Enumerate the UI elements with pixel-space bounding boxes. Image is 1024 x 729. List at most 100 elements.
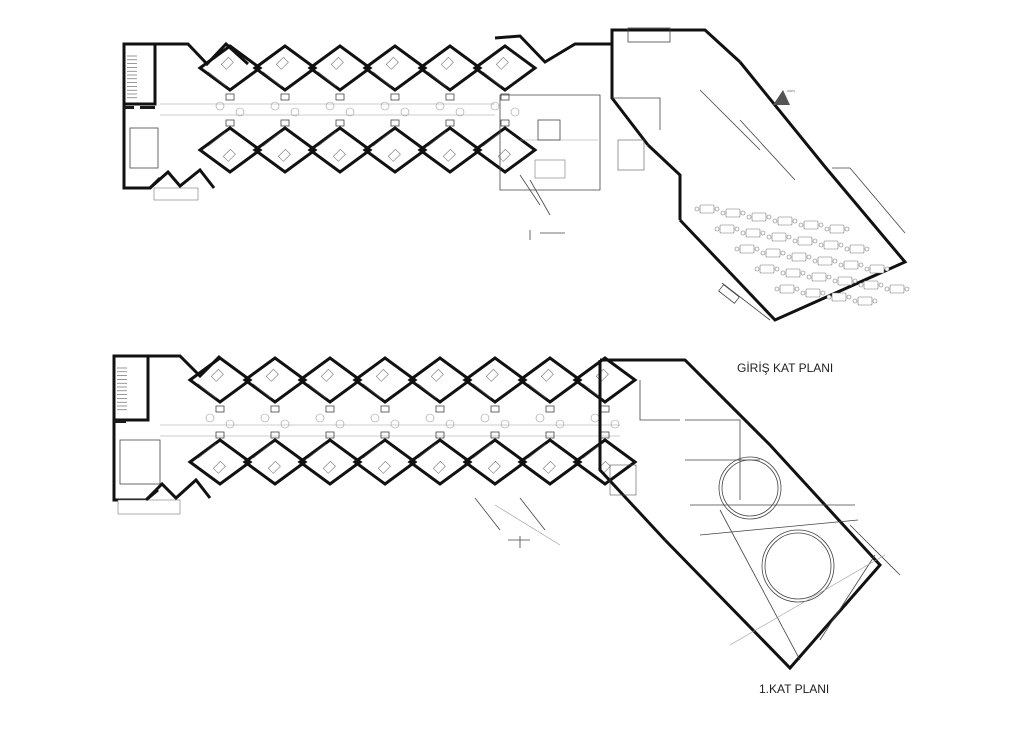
- room-wall: [472, 383, 492, 399]
- bed: [430, 368, 444, 382]
- room-wall: [482, 71, 502, 87]
- chair: [878, 282, 884, 288]
- dining-table: [857, 296, 873, 306]
- guest-room-upper: [197, 44, 263, 92]
- bed: [385, 56, 399, 70]
- door-swing: [500, 419, 510, 429]
- dining-table: [805, 288, 821, 298]
- door-swing: [345, 107, 355, 117]
- guest-room-lower: [462, 438, 528, 486]
- chair: [826, 294, 832, 300]
- west-stair-block-1: [112, 354, 181, 515]
- room-wall: [197, 443, 217, 459]
- bathroom: [490, 405, 500, 413]
- room-wall: [317, 71, 337, 87]
- dining-table: [889, 284, 905, 294]
- chair: [786, 254, 792, 260]
- chair: [760, 250, 766, 256]
- dining-table: [785, 268, 801, 278]
- dining-table: [745, 228, 761, 238]
- first-void: [474, 497, 561, 548]
- chair: [798, 222, 804, 228]
- bathroom: [270, 431, 280, 439]
- bathroom: [215, 405, 225, 413]
- bed: [220, 56, 234, 70]
- chair: [792, 238, 798, 244]
- chair: [824, 226, 830, 232]
- chair: [792, 218, 798, 224]
- guest-room-lower: [252, 126, 318, 174]
- dining-table: [863, 280, 879, 290]
- dining-table: [725, 208, 741, 218]
- bed: [275, 56, 289, 70]
- room-wall: [482, 131, 502, 147]
- chair: [820, 290, 826, 296]
- dining-table: [849, 244, 865, 254]
- chair: [774, 266, 780, 272]
- guest-room-lower: [362, 126, 428, 174]
- bathroom: [545, 405, 555, 413]
- bed: [267, 460, 281, 474]
- bed: [332, 148, 346, 162]
- room-wall: [207, 71, 227, 87]
- dining-table: [791, 252, 807, 262]
- ground-lobby: [494, 34, 601, 240]
- court-circle: [721, 459, 779, 517]
- restaurant-tables: [694, 204, 910, 306]
- chair: [694, 206, 700, 212]
- bed: [595, 368, 609, 382]
- chair: [734, 226, 740, 232]
- chair: [806, 274, 812, 280]
- bathroom: [390, 93, 400, 101]
- door-swing: [270, 101, 280, 111]
- bed: [377, 460, 391, 474]
- chair: [780, 270, 786, 276]
- bathroom: [545, 431, 555, 439]
- door-swing: [610, 419, 620, 429]
- chair: [774, 286, 780, 292]
- door-swing: [455, 107, 465, 117]
- room-wall: [317, 131, 337, 147]
- dining-table: [779, 284, 795, 294]
- first-guest-rooms: [187, 356, 638, 486]
- dining-table: [771, 232, 787, 242]
- door-swing: [260, 413, 270, 423]
- dining-table: [719, 224, 735, 234]
- door-swing: [390, 419, 400, 429]
- chair: [786, 234, 792, 240]
- bed: [485, 368, 499, 382]
- chair: [760, 230, 766, 236]
- room-wall: [417, 383, 437, 399]
- chair: [846, 294, 852, 300]
- bed: [277, 148, 291, 162]
- dining-table: [699, 204, 715, 214]
- door-swing: [315, 413, 325, 423]
- chair: [858, 262, 864, 268]
- room-wall: [372, 71, 392, 87]
- bathroom: [215, 431, 225, 439]
- bathroom: [435, 405, 445, 413]
- first-east-block: [598, 358, 901, 671]
- guest-room-upper: [407, 356, 473, 404]
- dining-table: [803, 220, 819, 230]
- bathroom: [500, 93, 510, 101]
- room-wall: [262, 131, 282, 147]
- bathroom: [225, 119, 235, 127]
- bed: [265, 368, 279, 382]
- dining-table: [831, 292, 847, 302]
- bed: [330, 56, 344, 70]
- guest-room-lower: [517, 438, 583, 486]
- chair: [838, 242, 844, 248]
- court-circle-outer: [718, 456, 782, 520]
- chair: [864, 246, 870, 252]
- door-swing: [490, 101, 500, 111]
- room-wall: [252, 383, 272, 399]
- bathroom: [600, 405, 610, 413]
- bathroom: [500, 119, 510, 127]
- ground-guest-rooms: [197, 44, 538, 174]
- room-wall: [362, 383, 382, 399]
- chair: [794, 286, 800, 292]
- room-wall: [252, 443, 272, 459]
- room-wall: [417, 443, 437, 459]
